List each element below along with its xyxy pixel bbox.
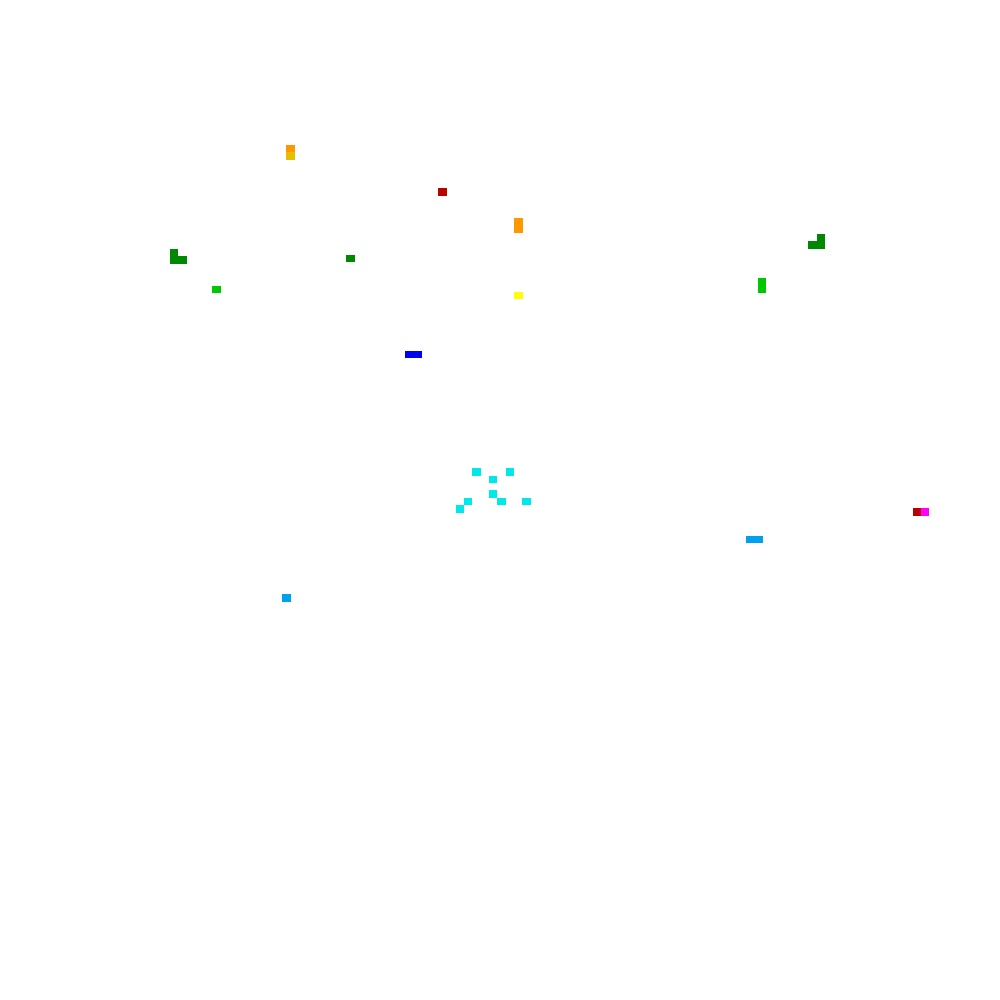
sky-blue-tile [282, 594, 291, 602]
sky-blue-tile [746, 536, 763, 543]
green-tile [758, 278, 766, 293]
dark-green-tile [170, 249, 178, 264]
orange-tile [286, 145, 295, 152]
cyan-tile [489, 476, 497, 483]
red-tile [438, 188, 447, 196]
cyan-tile [489, 490, 497, 498]
dark-green-tile [178, 256, 187, 264]
dark-green-tile [346, 255, 355, 262]
yellow-tile [514, 292, 523, 299]
red-tile [913, 508, 921, 516]
green-tile [212, 286, 221, 293]
cyan-tile [456, 505, 464, 513]
orange-tile [514, 218, 523, 233]
gold-tile [286, 152, 295, 160]
dark-green-tile [808, 241, 825, 249]
magenta-tile [921, 508, 929, 516]
cyan-tile [522, 498, 531, 505]
cyan-tile [472, 468, 481, 476]
cyan-tile [506, 468, 514, 476]
blue-tile [405, 351, 422, 358]
dark-green-tile [817, 234, 825, 242]
cyan-tile [497, 498, 506, 505]
cyan-tile [464, 498, 472, 505]
